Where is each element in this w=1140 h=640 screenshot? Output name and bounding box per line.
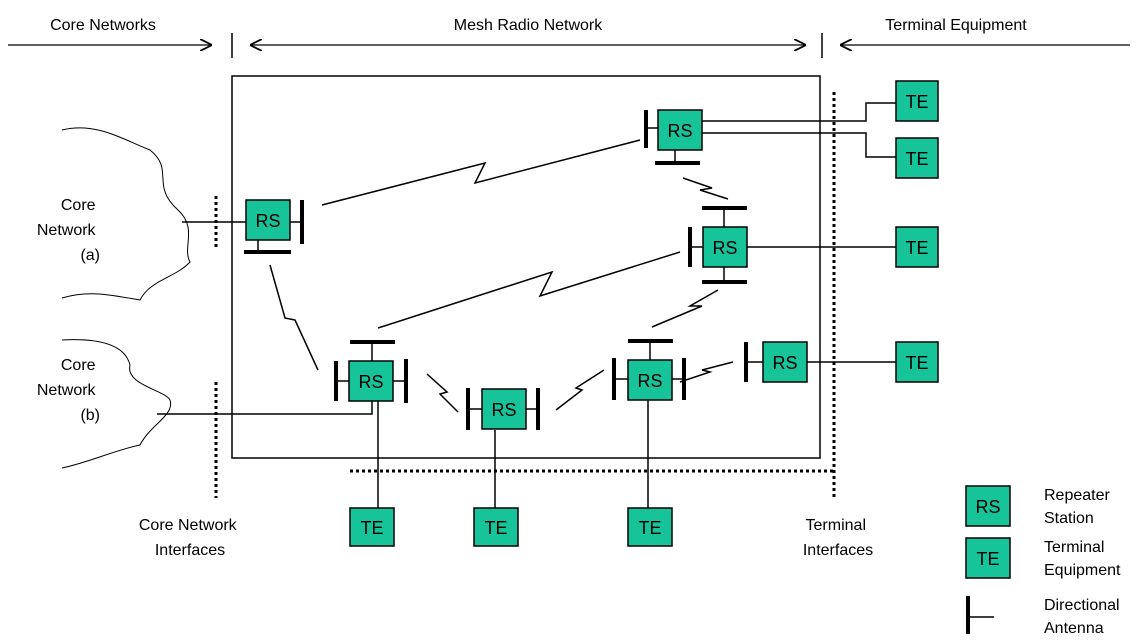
repeater-station-rs7: RS — [744, 341, 808, 383]
radio-rs3-rs6 — [651, 289, 719, 328]
link-rs2-te-top — [702, 102, 896, 122]
radio-links — [269, 139, 734, 413]
svg-text:RS: RS — [637, 371, 662, 391]
terminal-equipment-header: Terminal Equipment — [885, 17, 1027, 34]
radio-rs6-rs7 — [679, 361, 734, 383]
svg-text:RS: RS — [712, 238, 737, 258]
svg-text:RS: RS — [255, 211, 280, 231]
terminal-equipment-te6: TE — [473, 507, 519, 547]
svg-text:TE: TE — [905, 92, 928, 112]
mesh-network-boundary — [231, 75, 821, 459]
svg-text:TE: TE — [976, 549, 999, 569]
mesh-radio-network-header: Mesh Radio Network — [454, 17, 604, 34]
link-rs2-te-second — [702, 132, 896, 158]
link-core-b-rs4 — [157, 401, 373, 415]
core-network-a-label: Core Network (a) — [37, 197, 100, 264]
terminal-equipment-te5: TE — [349, 507, 395, 547]
legend-directional-antenna: Directional Antenna — [966, 596, 1124, 637]
radio-rs4-rs5 — [426, 373, 459, 413]
svg-text:RS: RS — [667, 121, 692, 141]
terminal-equipment-te7: TE — [627, 507, 673, 547]
svg-text:TE: TE — [905, 353, 928, 373]
svg-text:RS: RS — [491, 400, 516, 420]
repeater-station-rs3: RS — [688, 206, 748, 284]
legend: RS Repeater Station TE Terminal Equipmen… — [965, 485, 1124, 637]
svg-text:TE: TE — [905, 149, 928, 169]
radio-rs2-rs3 — [682, 177, 729, 200]
radio-rs4-rs3 — [377, 251, 681, 329]
repeater-station-rs6: RS — [612, 339, 686, 401]
svg-text:TE: TE — [360, 518, 383, 538]
legend-directional-antenna-label: Directional Antenna — [1044, 597, 1124, 637]
terminal-equipment-te1: TE — [895, 80, 939, 122]
radio-rs5-rs6 — [555, 369, 605, 411]
repeater-station-rs2: RS — [644, 109, 703, 165]
terminal-interfaces-label: Terminal Interfaces — [803, 517, 873, 559]
legend-terminal-equipment: TE Terminal Equipment — [965, 537, 1121, 579]
wired-connections — [157, 102, 896, 508]
core-network-b-label: Core Network (b) — [37, 357, 100, 424]
terminal-equipment-te2: TE — [895, 137, 939, 179]
svg-text:RS: RS — [975, 497, 1000, 517]
legend-repeater-station: RS Repeater Station — [965, 485, 1114, 527]
repeater-station-rs1: RS — [244, 199, 304, 254]
svg-text:TE: TE — [638, 518, 661, 538]
repeater-station-rs4: RS — [334, 340, 408, 403]
legend-terminal-equipment-label: Terminal Equipment — [1044, 539, 1121, 579]
core-network-b-cloud — [61, 339, 172, 469]
svg-text:RS: RS — [358, 372, 383, 392]
terminal-equipment-te3: TE — [895, 226, 939, 268]
radio-rs1-rs4 — [269, 264, 319, 371]
terminal-equipment-te4: TE — [895, 341, 939, 383]
core-network-interfaces-label: Core Network Interfaces — [139, 517, 241, 559]
svg-text:TE: TE — [484, 518, 507, 538]
core-networks-header: Core Networks — [50, 17, 156, 34]
legend-repeater-station-label: Repeater Station — [1044, 487, 1114, 527]
svg-text:RS: RS — [772, 353, 797, 373]
radio-rs1-rs2 — [321, 139, 641, 206]
core-network-a-cloud — [61, 127, 191, 301]
repeater-station-rs5: RS — [466, 388, 540, 430]
svg-text:TE: TE — [905, 238, 928, 258]
